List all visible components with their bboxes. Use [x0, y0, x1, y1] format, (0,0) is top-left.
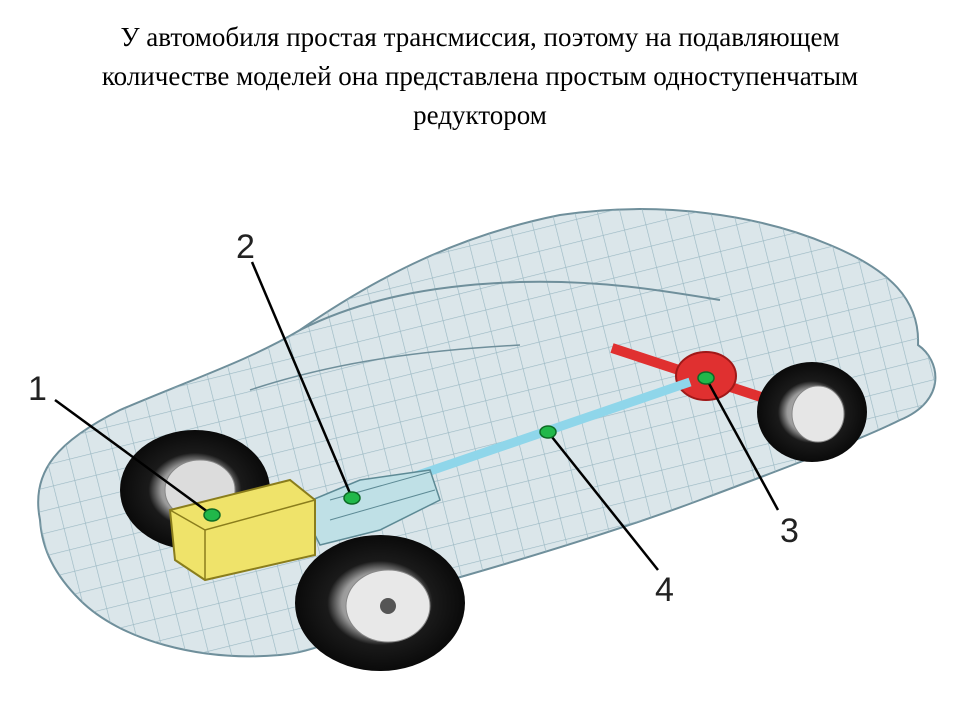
- pointer-line-4: [547, 431, 659, 571]
- node-3: [697, 371, 715, 385]
- pointer-line-2: [250, 261, 354, 499]
- slide-title: У автомобиля простая трансмиссия, поэтом…: [20, 18, 940, 135]
- title-line-2: количестве моделей она представлена прос…: [101, 61, 859, 91]
- node-4: [539, 425, 557, 439]
- title-line-1: У автомобиля простая трансмиссия, поэтом…: [120, 22, 840, 52]
- car-transmission-diagram: 1 2 3 4: [28, 208, 937, 671]
- label-2: 2: [236, 228, 255, 266]
- marker-nodes: [203, 371, 715, 522]
- label-1: 1: [28, 370, 47, 408]
- label-3: 3: [780, 512, 799, 550]
- node-2: [343, 491, 361, 505]
- pointer-lines: [54, 261, 780, 571]
- rear-right-wheel: [757, 362, 867, 462]
- pointer-line-3: [704, 377, 780, 511]
- title-line-3: редуктором: [413, 100, 547, 130]
- battery-block: [168, 478, 316, 582]
- front-right-wheel: [295, 535, 465, 671]
- pointer-line-1: [54, 398, 213, 517]
- node-1: [203, 508, 221, 522]
- label-4: 4: [655, 571, 674, 609]
